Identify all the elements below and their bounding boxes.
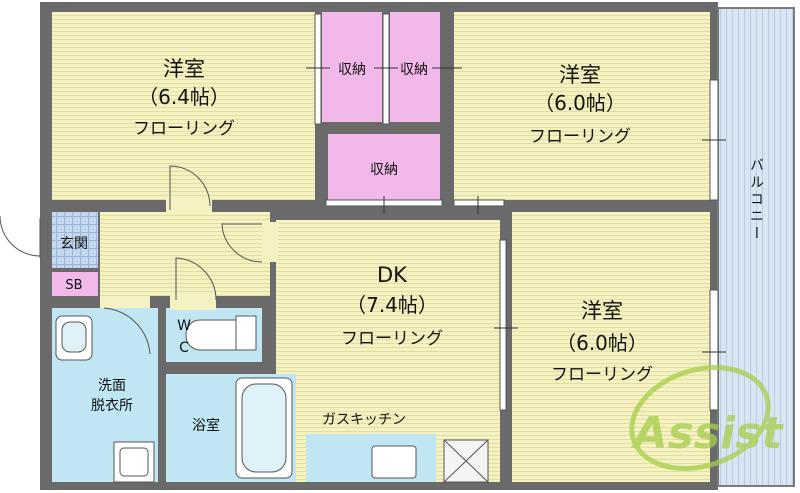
- room2-floor: フローリング: [529, 127, 631, 147]
- room2-size: （6.0帖）: [534, 91, 626, 115]
- room3-size: （6.0帖）: [556, 331, 648, 355]
- closet3-label: 収納: [370, 162, 398, 178]
- dk-size: （7.4帖）: [346, 293, 438, 317]
- door-swing-wc: [175, 257, 217, 301]
- entrance-label: 玄関: [60, 235, 88, 252]
- balcony-label: バルコニー: [748, 158, 764, 243]
- dk-floor: フローリング: [341, 329, 443, 349]
- western-room-2: [454, 12, 710, 200]
- entrance-floor: [52, 212, 98, 268]
- washroom-label-1: 洗面: [98, 378, 126, 394]
- room3-name: 洋室: [581, 299, 623, 323]
- wc-c-label: C: [179, 340, 189, 356]
- gas-kitchen-label: ガスキッチン: [322, 412, 406, 428]
- room2-name: 洋室: [559, 63, 601, 87]
- room1-floor: フローリング: [133, 119, 235, 139]
- closet-2: [390, 12, 440, 122]
- room1-size: （6.4帖）: [138, 85, 230, 109]
- balcony: [717, 7, 795, 487]
- closet2-label: 収納: [400, 62, 428, 78]
- room1-name: 洋室: [163, 57, 205, 81]
- shoe-box: [52, 272, 98, 296]
- kitchen-sink: [371, 445, 417, 479]
- washroom-label-2: 脱衣所: [91, 398, 133, 414]
- wc-w-label: W: [177, 318, 191, 334]
- bathroom-label: 浴室: [192, 417, 220, 434]
- closet-1: [322, 12, 382, 122]
- assist-logo-text: Assist: [631, 408, 785, 459]
- shoe-box-label: SB: [65, 278, 82, 293]
- door-swing-room1: [169, 165, 211, 210]
- closet1-label: 収納: [338, 62, 366, 78]
- western-room-3: [512, 212, 710, 482]
- assist-logo: Assist: [629, 364, 785, 472]
- hallway: [100, 212, 270, 296]
- closet-3: [328, 134, 440, 200]
- washing-machine: [113, 441, 155, 483]
- dk-name: DK: [377, 263, 408, 287]
- entrance-door-swing: [0, 215, 41, 257]
- door-swing-dk: [221, 223, 263, 263]
- room3-floor: フローリング: [551, 365, 653, 385]
